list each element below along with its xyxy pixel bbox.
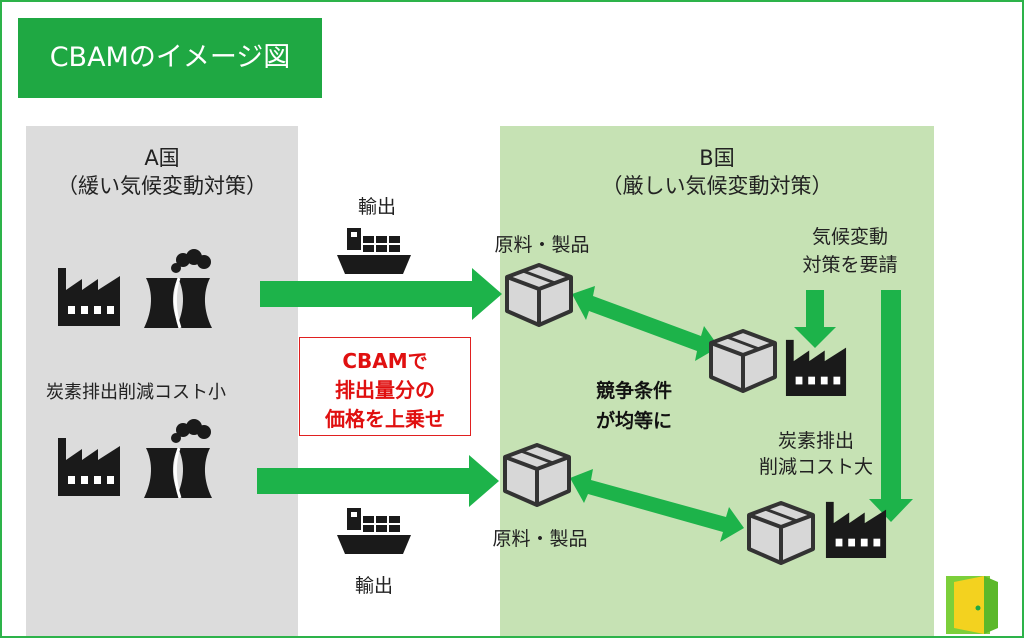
power-plant-icon bbox=[144, 419, 212, 499]
climate-request-line-1: 気候変動 bbox=[811, 226, 888, 248]
factory-icon bbox=[58, 268, 120, 326]
double-arrow-bottom bbox=[570, 469, 744, 542]
diagram-title: CBAMのイメージ図 bbox=[49, 42, 291, 73]
factory-icon bbox=[58, 438, 120, 496]
package-box-icon bbox=[503, 443, 571, 507]
factory-icon bbox=[785, 339, 847, 397]
cost-large-line-1: 炭素排出 bbox=[777, 430, 854, 452]
country-a-name: A国 bbox=[144, 146, 180, 170]
request-arrow-long bbox=[869, 290, 913, 522]
export-arrow-bottom bbox=[257, 455, 499, 507]
cost-small-label: 炭素排出削減コスト小 bbox=[46, 382, 226, 403]
export-label-top: 輸出 bbox=[357, 196, 396, 218]
equal-conditions-line-2: が均等に bbox=[595, 410, 672, 432]
title-box bbox=[18, 18, 322, 98]
export-label-bottom: 輸出 bbox=[354, 575, 393, 597]
cbam-callout-line-1: CBAMで bbox=[342, 349, 428, 373]
goods-label-top: 原料・製品 bbox=[494, 234, 590, 256]
cbam-callout-box bbox=[299, 337, 471, 436]
factory-icon bbox=[825, 501, 887, 559]
package-box-icon bbox=[709, 329, 777, 393]
package-box-icon bbox=[505, 263, 573, 327]
power-plant-icon bbox=[144, 249, 212, 329]
country-b-name: B国 bbox=[699, 146, 735, 170]
request-arrow-short bbox=[794, 290, 836, 348]
country-a-policy: （緩い気候変動対策） bbox=[57, 174, 267, 198]
cargo-ship-icon bbox=[337, 228, 411, 274]
country-b-policy: （厳しい気候変動対策） bbox=[601, 174, 833, 198]
cargo-ship-icon bbox=[337, 508, 411, 554]
country-a-panel bbox=[26, 126, 298, 636]
cost-large-line-2: 削減コスト大 bbox=[758, 456, 873, 478]
climate-request-line-2: 対策を要請 bbox=[802, 254, 898, 276]
door-logo-icon bbox=[946, 576, 998, 634]
package-box-icon bbox=[747, 501, 815, 565]
equal-conditions-line-1: 競争条件 bbox=[595, 380, 672, 402]
double-arrow-top bbox=[572, 286, 719, 361]
export-arrow-top bbox=[260, 268, 502, 320]
cbam-callout-line-3: 価格を上乗せ bbox=[325, 407, 445, 431]
cbam-callout-line-2: 排出量分の bbox=[335, 378, 435, 402]
goods-label-bottom: 原料・製品 bbox=[492, 528, 588, 550]
